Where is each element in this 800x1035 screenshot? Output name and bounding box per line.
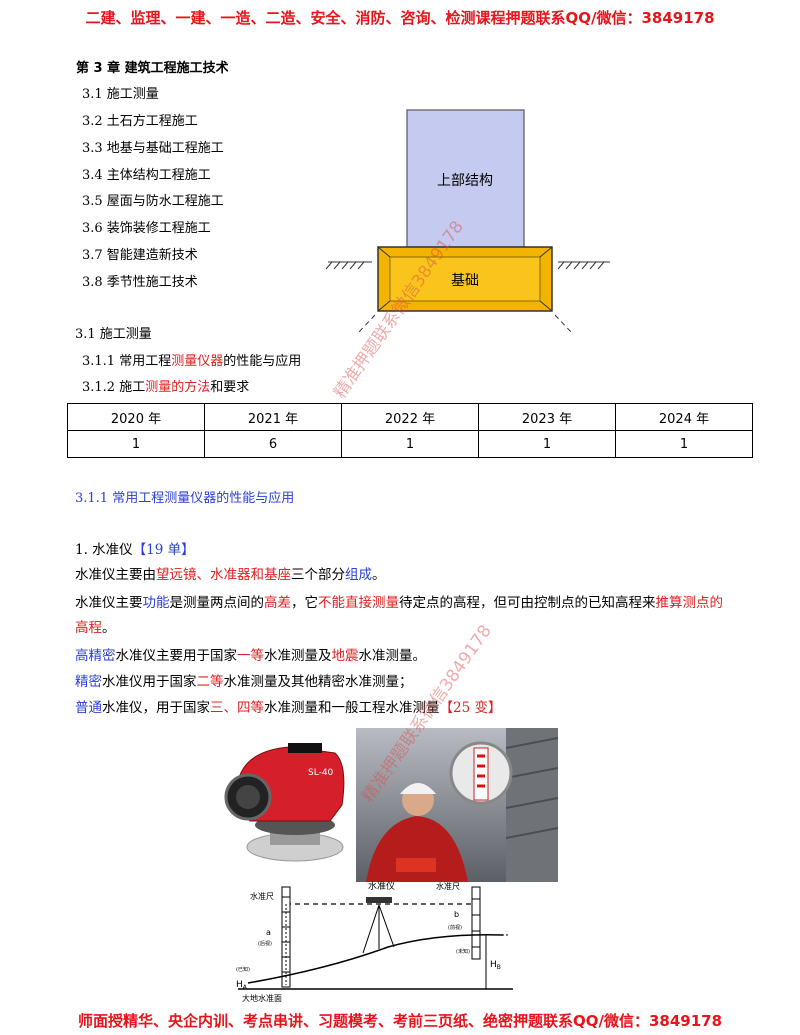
rod-right-label: 水准尺 <box>436 881 460 891</box>
upper-structure-label: 上部结构 <box>437 173 493 189</box>
toc-item: 3.8 季节性施工技术 <box>82 275 198 290</box>
top-banner: 二建、监理、一建、一造、二造、安全、消防、咨询、检测课程押题联系QQ/微信：38… <box>85 9 715 27</box>
section-item-2: 3.1.2 施工测量的方法和要求 <box>82 380 250 395</box>
instrument-label: 水准仪 <box>368 880 395 892</box>
foundation-label: 基础 <box>451 272 479 289</box>
section-title: 3.1 施工测量 <box>75 327 152 342</box>
table-cell: 1 <box>615 430 753 458</box>
leveling-diagram: 水准仪 水准尺 水准尺 a (后视) b (前视) (已知) (未知) HA H… <box>236 880 513 1003</box>
level-heading: 1. 水准仪【19 单】 <box>75 542 195 558</box>
toc-item: 3.7 智能建造新技术 <box>82 248 198 263</box>
backsight-note: (后视) <box>258 940 272 947</box>
level-line-5: 普通水准仪，用于国家三、四等水准测量和一般工程水准测量【25 变】 <box>75 700 502 716</box>
datum-label: 大地水准面 <box>242 993 282 1003</box>
backsight-a: a <box>266 928 271 937</box>
bottom-banner: 师面授精华、央企内训、考点串讲、习题模考、考前三页纸、绝密押题联系QQ/微信：3… <box>77 1012 723 1030</box>
level-line-3: 高精密水准仪主要用于国家一等水准测量及地震水准测量。 <box>75 648 426 664</box>
toc-item: 3.6 装饰装修工程施工 <box>82 221 211 236</box>
foresight-note: (前视) <box>448 924 462 931</box>
section-item-1: 3.1.1 常用工程测量仪器的性能与应用 <box>82 354 302 369</box>
table-header-cell: 2020 年 <box>67 403 205 431</box>
table-header-cell: 2023 年 <box>478 403 616 431</box>
level-line-2b: 高程。 <box>75 620 116 636</box>
toc-item: 3.3 地基与基础工程施工 <box>82 141 224 156</box>
hb-label: HB <box>490 960 501 971</box>
table-cell: 1 <box>67 430 205 458</box>
table-header-cell: 2024 年 <box>615 403 753 431</box>
table-header-cell: 2022 年 <box>341 403 479 431</box>
toc-item: 3.4 主体结构工程施工 <box>82 168 211 183</box>
year-frequency-table: 2020 年 2021 年 2022 年 2023 年 2024 年 1 6 1… <box>67 403 753 458</box>
foundation-diagram: 上部结构 基础 <box>325 109 610 334</box>
table-header-row: 2020 年 2021 年 2022 年 2023 年 2024 年 <box>67 403 753 431</box>
rod-left-label: 水准尺 <box>250 891 274 901</box>
table-cell: 1 <box>341 430 479 458</box>
table-header-cell: 2021 年 <box>204 403 342 431</box>
table-cell: 6 <box>204 430 342 458</box>
level-line-2: 水准仪主要功能是测量两点间的高差，它不能直接测量待定点的高程，但可由控制点的已知… <box>75 595 723 611</box>
known-point-label: (已知) <box>236 966 250 973</box>
subheading: 3.1.1 常用工程测量仪器的性能与应用 <box>75 491 295 506</box>
table-cell: 1 <box>478 430 616 458</box>
surveyor-photo <box>356 728 558 882</box>
level-line-4: 精密水准仪用于国家二等水准测量及其他精密水准测量； <box>75 674 413 690</box>
toc-item: 3.5 屋面与防水工程施工 <box>82 194 224 209</box>
chapter-title: 第 3 章 建筑工程施工技术 <box>76 61 229 76</box>
level-line-1: 水准仪主要由望远镜、水准器和基座三个部分组成。 <box>75 567 386 583</box>
foresight-b: b <box>454 910 459 919</box>
device-model-label: SL-40 <box>308 768 334 778</box>
level-instrument-image: SL-40 <box>220 735 352 875</box>
toc-item: 3.2 土石方工程施工 <box>82 114 198 129</box>
toc-item: 3.1 施工测量 <box>82 87 159 102</box>
table-row: 1 6 1 1 1 <box>67 430 753 458</box>
unknown-point-label: (未知) <box>456 948 470 955</box>
ha-label: HA <box>236 980 248 991</box>
